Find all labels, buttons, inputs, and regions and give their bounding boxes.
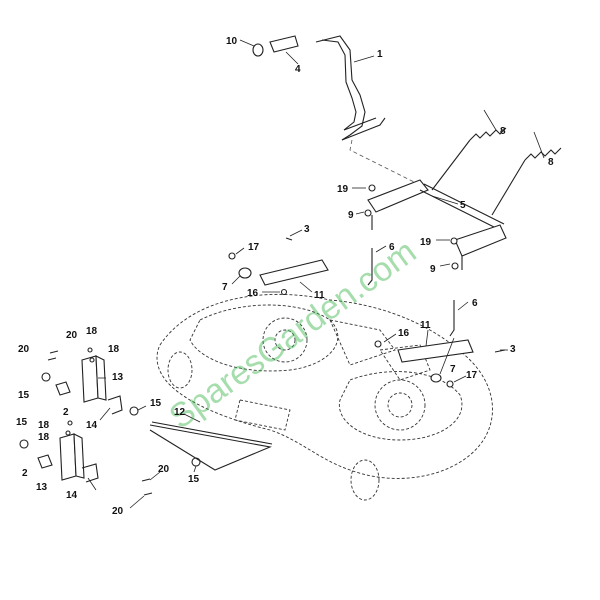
- handle-grip: [269, 35, 299, 53]
- link-rod-a: [367, 248, 373, 286]
- leader-lines: [87, 39, 545, 509]
- callout-20: 20: [66, 330, 78, 341]
- clips: [81, 395, 123, 483]
- callout-10: 10: [226, 36, 238, 47]
- callout-14: 14: [66, 490, 78, 501]
- screws: [47, 347, 153, 496]
- callout-labels: 10 1 4 8 8 19 9 5 3 17 6 19 7 9 16 11 6 …: [16, 36, 554, 517]
- callout-4: 4: [295, 64, 301, 75]
- callout-15: 15: [18, 390, 30, 401]
- callout-18: 18: [38, 420, 50, 431]
- callout-19: 19: [420, 237, 432, 248]
- end-cap: [252, 43, 264, 57]
- callout-14: 14: [86, 420, 98, 431]
- callout-5: 5: [460, 200, 466, 211]
- callout-15: 15: [188, 474, 200, 485]
- callout-15: 15: [150, 398, 162, 409]
- callout-11: 11: [420, 320, 431, 331]
- bracket-b: [59, 433, 85, 481]
- callout-19: 19: [337, 184, 349, 195]
- callout-18: 18: [38, 432, 50, 443]
- callout-16: 16: [247, 288, 259, 299]
- callout-9: 9: [348, 210, 354, 221]
- spring-a: [431, 127, 507, 191]
- callout-15: 15: [16, 417, 28, 428]
- rollers: [19, 372, 201, 469]
- callout-20: 20: [18, 344, 30, 355]
- callout-6: 6: [389, 242, 395, 253]
- shaft-fasteners: [364, 184, 459, 270]
- lift-handle: [315, 35, 386, 141]
- callout-6: 6: [472, 298, 478, 309]
- callout-20: 20: [158, 464, 170, 475]
- callout-7: 7: [450, 364, 456, 375]
- callout-2: 2: [22, 468, 28, 479]
- stabilizer-rod: [149, 421, 273, 471]
- callout-8: 8: [548, 157, 554, 168]
- callout-16: 16: [398, 328, 410, 339]
- callout-9: 9: [430, 264, 436, 275]
- callout-18: 18: [108, 344, 120, 355]
- callout-18: 18: [86, 326, 98, 337]
- lever-plate-b: [397, 339, 474, 363]
- callout-13: 13: [36, 482, 48, 493]
- callout-2: 2: [63, 407, 69, 418]
- bracket-a: [81, 355, 107, 403]
- callout-13: 13: [112, 372, 124, 383]
- link-rod-b: [449, 300, 455, 337]
- callout-12: 12: [174, 407, 186, 418]
- watermark: SparesGarden.com: [162, 232, 423, 436]
- lever-plate-a: [259, 259, 329, 286]
- callout-17: 17: [248, 242, 260, 253]
- callout-20: 20: [112, 506, 124, 517]
- callout-8: 8: [500, 126, 506, 137]
- callout-17: 17: [466, 370, 478, 381]
- callout-11: 11: [314, 290, 325, 301]
- small-hardware: [228, 237, 506, 388]
- callout-1: 1: [377, 49, 383, 60]
- callout-3: 3: [510, 344, 516, 355]
- callout-3: 3: [304, 224, 310, 235]
- spring-b: [491, 147, 562, 216]
- callout-7: 7: [222, 282, 228, 293]
- mower-deck: [156, 293, 493, 501]
